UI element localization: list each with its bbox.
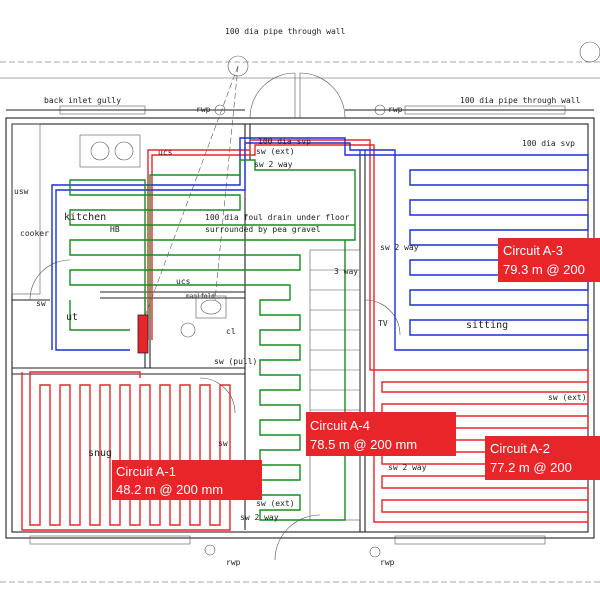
callout-a1: Circuit A-1 48.2 m @ 200 mm (112, 460, 262, 500)
annotation-snug: snug (88, 448, 112, 459)
circuit-a1-loop (21, 371, 231, 531)
annotation-sw-2: sw (218, 439, 228, 448)
annotation-tv: TV (378, 319, 388, 328)
callout-a4-name: Circuit A-4 (310, 418, 370, 433)
annotation-cl: cl (226, 327, 236, 336)
callout-a1-name: Circuit A-1 (116, 464, 176, 479)
callout-a3: Circuit A-3 79.3 m @ 200 (498, 238, 600, 282)
annotation-sw-ext-2: sw (ext) (548, 393, 587, 402)
annotation-ut: ut (66, 312, 78, 323)
drawing-annotations: 100 dia pipe through wall 100 dia pipe t… (14, 27, 587, 567)
callout-a4: Circuit A-4 78.5 m @ 200 mm (306, 412, 456, 456)
manifold-unit (137, 314, 149, 354)
annotation-manifold: manifold (186, 293, 215, 300)
annotation-sw-1: sw (36, 299, 46, 308)
annotation-sw-ext-1: sw (ext) (256, 147, 295, 156)
annotation-rwp-3: rwp (226, 558, 241, 567)
annotation-rwp-4: rwp (380, 558, 395, 567)
circuit-a3-loop (51, 137, 589, 351)
annotation-foul-drain-1: 100 dia foul drain under floor (205, 213, 350, 222)
annotation-3way: 3 way (334, 267, 358, 276)
callout-a2-name: Circuit A-2 (490, 441, 550, 456)
annotation-kitchen: kitchen (64, 212, 106, 223)
annotation-sw-2way-4: sw 2 way (240, 513, 279, 522)
callout-a2: Circuit A-2 77.2 m @ 200 (485, 436, 600, 480)
annotation-sitting: sitting (466, 320, 508, 331)
callout-a1-spec: 48.2 m @ 200 mm (116, 482, 223, 497)
annotation-sw-2way-1: sw 2 way (254, 160, 293, 169)
annotation-sw-pull: sw (pull) (214, 357, 257, 366)
callout-a3-spec: 79.3 m @ 200 (503, 262, 585, 277)
annotation-hb: HB (110, 225, 120, 234)
annotation-usw: usw (14, 187, 29, 196)
annotation-rwp-1: rwp (196, 105, 211, 114)
annotation-foul-drain-2: surrounded by pea gravel (205, 225, 321, 234)
circuit-a4-loop (69, 159, 356, 521)
annotation-sw-ext-3: sw (ext) (256, 499, 295, 508)
annotation-pipe-right: 100 dia pipe through wall (460, 96, 581, 105)
annotation-svp-right: 100 dia svp (522, 139, 575, 148)
annotation-rwp-2: rwp (388, 105, 403, 114)
callout-a2-spec: 77.2 m @ 200 (490, 460, 572, 475)
callout-a3-name: Circuit A-3 (503, 243, 563, 258)
annotation-cooker: cooker (20, 229, 49, 238)
annotation-pipe-top: 100 dia pipe through wall (225, 27, 346, 36)
annotation-ucs-1: ucs (158, 148, 173, 157)
annotation-sw-2way-3: sw 2 way (388, 463, 427, 472)
annotation-gully: back inlet gully (44, 96, 121, 105)
annotation-ucs-2: ucs (176, 277, 191, 286)
callout-a4-spec: 78.5 m @ 200 mm (310, 437, 417, 452)
annotation-svp-top: 100 dia svp (258, 137, 311, 146)
annotation-sw-2way-2: sw 2 way (380, 243, 419, 252)
building-walls (5, 41, 600, 561)
